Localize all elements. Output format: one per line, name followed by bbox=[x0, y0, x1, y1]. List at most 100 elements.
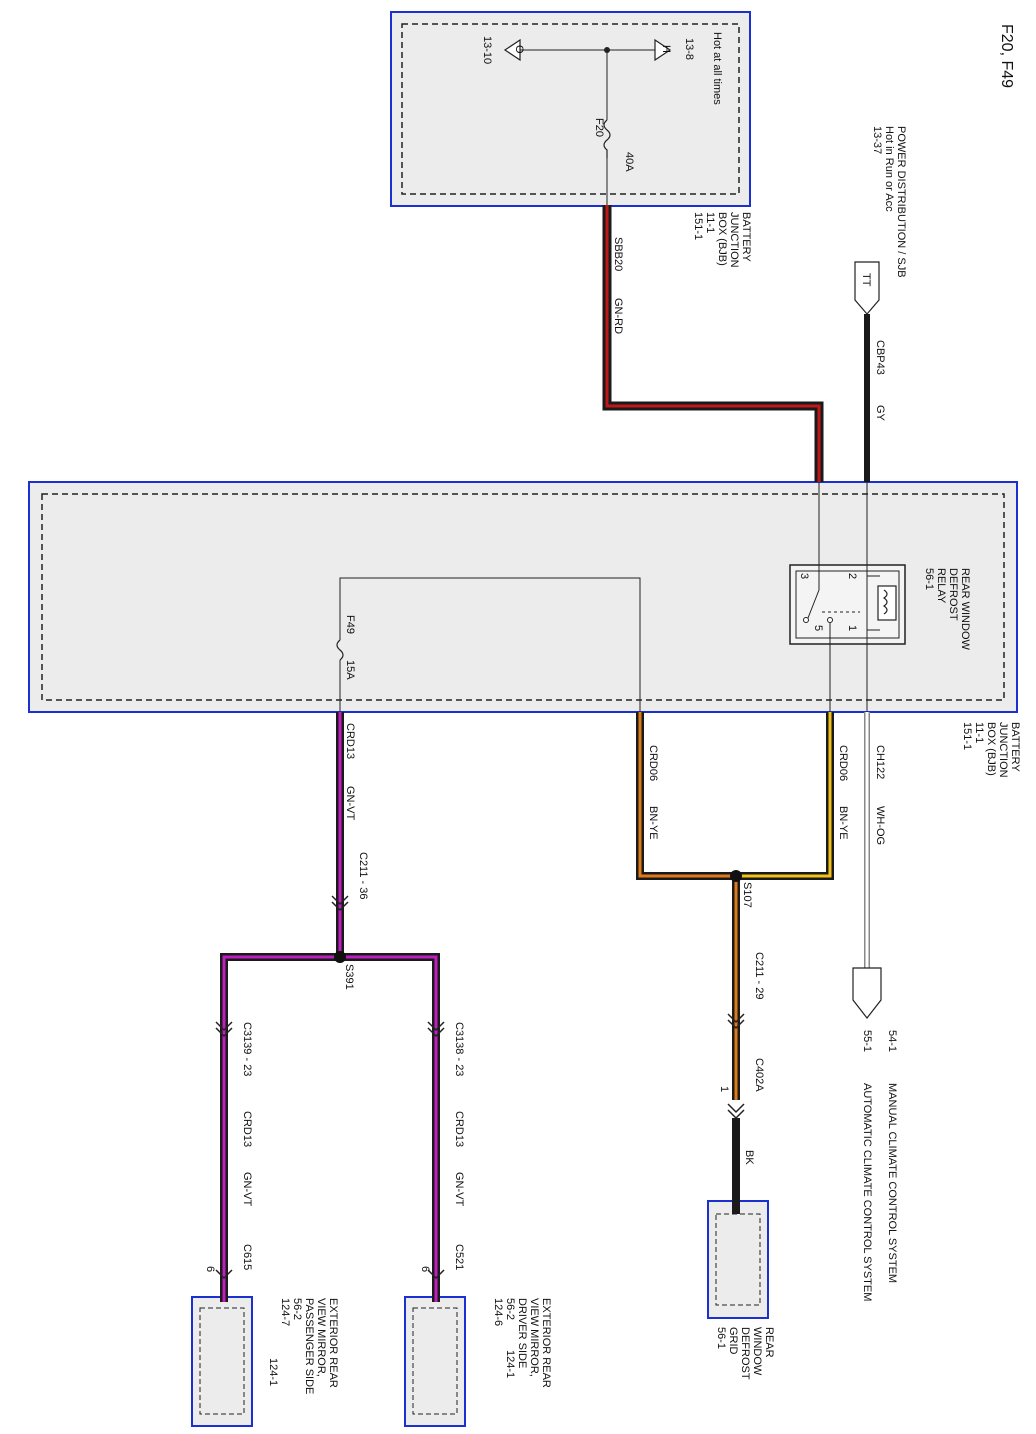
bjb-top-ref2: 151-1 bbox=[692, 212, 704, 240]
connector-c3139-label: C3139 - 23 bbox=[241, 1022, 253, 1076]
wire-crd13-color: GN-VT bbox=[344, 786, 356, 821]
splice-s107-dot bbox=[730, 870, 742, 882]
connector-c521-symbol bbox=[427, 1269, 445, 1280]
connector-c3139-symbol bbox=[215, 1021, 233, 1038]
mirror-driver-ref1: 56-2 bbox=[504, 1298, 516, 1320]
connector-c402a-pin: 1 bbox=[718, 1086, 730, 1092]
connector-tt-shape bbox=[854, 261, 880, 315]
diagram-title: F20, F49 bbox=[998, 24, 1015, 88]
battery-junction-box-top bbox=[390, 11, 751, 207]
mirror-passenger-ref1: 56-2 bbox=[291, 1298, 303, 1320]
relay-name2: DEFROST bbox=[947, 568, 959, 621]
relay-pin-2: 2 bbox=[846, 573, 858, 579]
relay-name3: RELAY bbox=[935, 568, 947, 604]
grid-name2: WINDOW bbox=[751, 1327, 763, 1376]
bjb-main-ref2: 151-1 bbox=[961, 722, 973, 750]
bjb-top-ref1: 11-1 bbox=[704, 212, 716, 233]
pin-13-8-label: 13-8 bbox=[683, 38, 695, 60]
mirror-passenger-name1: EXTERIOR REAR bbox=[327, 1298, 339, 1388]
bjb-top-name3: BOX (BJB) bbox=[716, 212, 728, 266]
wire-crd06-right-color: BN-YE bbox=[837, 806, 849, 840]
wire-sbb20 bbox=[602, 205, 824, 482]
ground-terminal-o bbox=[503, 38, 521, 62]
relay-coil-symbol bbox=[877, 585, 897, 621]
mirror-driver-ref3: 124-6 bbox=[492, 1298, 504, 1326]
wire-crd06-right-label: CRD06 bbox=[837, 745, 849, 781]
terminal-o-label: O bbox=[513, 45, 525, 54]
mirror-passenger-name2: VIEW MIRROR, bbox=[315, 1298, 327, 1377]
wire-crd06-right bbox=[736, 712, 834, 880]
splice-s107-label: S107 bbox=[741, 882, 753, 908]
fuse-f49-symbol bbox=[336, 639, 344, 661]
relay-pin-1: 1 bbox=[846, 625, 858, 631]
grid-name1: REAR bbox=[763, 1327, 775, 1358]
mirror-passenger-name3: PASSENGER SIDE bbox=[303, 1298, 315, 1394]
connector-c615-label: C615 bbox=[241, 1244, 253, 1270]
bjb-hot-label: Hot at all times bbox=[711, 32, 723, 105]
wire-crd06-left bbox=[636, 712, 736, 880]
connector-c3138-symbol bbox=[427, 1021, 445, 1038]
climate-name2: AUTOMATIC CLIMATE CONTROL SYSTEM bbox=[861, 1083, 873, 1301]
connector-c211-36-label: C211 - 36 bbox=[357, 852, 369, 900]
climate-name1: MANUAL CLIMATE CONTROL SYSTEM bbox=[886, 1083, 898, 1283]
connector-c615-symbol bbox=[215, 1269, 233, 1280]
terminal-h-label: H bbox=[660, 45, 672, 53]
connector-c3138-label: C3138 - 23 bbox=[453, 1022, 465, 1076]
relay-ref: 56-1 bbox=[923, 568, 935, 590]
bjb-main-ref1: 11-1 bbox=[973, 722, 985, 743]
connector-c211-29-label: C211 - 29 bbox=[753, 952, 765, 1000]
power-dist-ref: 13-37 bbox=[871, 126, 883, 154]
splice-s391-dot bbox=[334, 951, 346, 963]
relay-contact bbox=[827, 617, 833, 623]
relay-name1: REAR WINDOW bbox=[959, 568, 971, 651]
node-dot bbox=[604, 47, 610, 53]
connector-c402a-symbol bbox=[727, 1103, 745, 1120]
wire-sbb20-color: GN-RD bbox=[612, 298, 624, 334]
wire-crd13 bbox=[220, 712, 440, 1302]
fuse-f20-symbol bbox=[603, 119, 611, 158]
wire-ch122-label: CH122 bbox=[874, 745, 886, 779]
rear-window-defrost-grid-box bbox=[707, 1200, 769, 1319]
wire-crd13-passenger-label: CRD13 bbox=[241, 1111, 253, 1147]
wire-crd06-left-color: BN-YE bbox=[647, 806, 659, 840]
wire-ch122-color: WH-OG bbox=[874, 806, 886, 845]
connector-c521-label: C521 bbox=[453, 1244, 465, 1270]
mirror-driver-ref2: 124-1 bbox=[504, 1350, 516, 1378]
climate-ref1: 54-1 bbox=[886, 1030, 898, 1052]
mirror-passenger-box bbox=[191, 1296, 253, 1427]
fuse-f49-rating: 15A bbox=[344, 660, 356, 680]
grid-name4: GRID bbox=[727, 1327, 739, 1355]
bjb-main-name2: JUNCTION bbox=[997, 722, 1009, 778]
wire-cbp43-color: GY bbox=[874, 405, 886, 422]
wire-crd13-driver-label: CRD13 bbox=[453, 1111, 465, 1147]
wire-bk-label: BK bbox=[743, 1150, 755, 1165]
connector-climate-shape bbox=[852, 967, 882, 1019]
wire-crd13-label: CRD13 bbox=[344, 723, 356, 759]
power-dist-state: Hot in Run or Acc bbox=[883, 126, 895, 212]
mirror-driver-name1: EXTERIOR REAR bbox=[540, 1298, 552, 1388]
fuse-f20-rating: 40A bbox=[623, 152, 635, 172]
grid-name3: DEFROST bbox=[739, 1327, 751, 1380]
mirror-driver-box bbox=[404, 1296, 466, 1427]
relay-pin-5: 5 bbox=[812, 625, 824, 631]
climate-ref2: 55-1 bbox=[861, 1030, 873, 1052]
mirror-passenger-ref2: 124-1 bbox=[267, 1358, 279, 1386]
relay-contact bbox=[803, 617, 809, 623]
mirror-passenger-ref3: 124-7 bbox=[279, 1298, 291, 1326]
relay-pin-3: 3 bbox=[798, 573, 810, 579]
pin-13-10-label: 13-10 bbox=[481, 36, 493, 64]
splice-s391-label: S391 bbox=[343, 964, 355, 990]
connector-c211-29-symbol bbox=[727, 1013, 745, 1030]
wire-sbb20-label: SBB20 bbox=[612, 237, 624, 271]
wire-crd13-driver-color: GN-VT bbox=[453, 1172, 465, 1207]
fuse-f49-name: F49 bbox=[344, 615, 356, 634]
bjb-main-name3: BOX (BJB) bbox=[985, 722, 997, 776]
connector-c402a-label: C402A bbox=[753, 1058, 765, 1092]
wire-crd13-passenger-color: GN-VT bbox=[241, 1172, 253, 1207]
wire-crd06-left-label: CRD06 bbox=[647, 745, 659, 781]
connector-c211-36-symbol bbox=[331, 895, 349, 912]
power-dist-name: POWER DISTRIBUTION / SJB bbox=[895, 126, 907, 278]
bjb-main-name1: BATTERY bbox=[1009, 722, 1021, 772]
hot-terminal-h bbox=[654, 38, 672, 62]
